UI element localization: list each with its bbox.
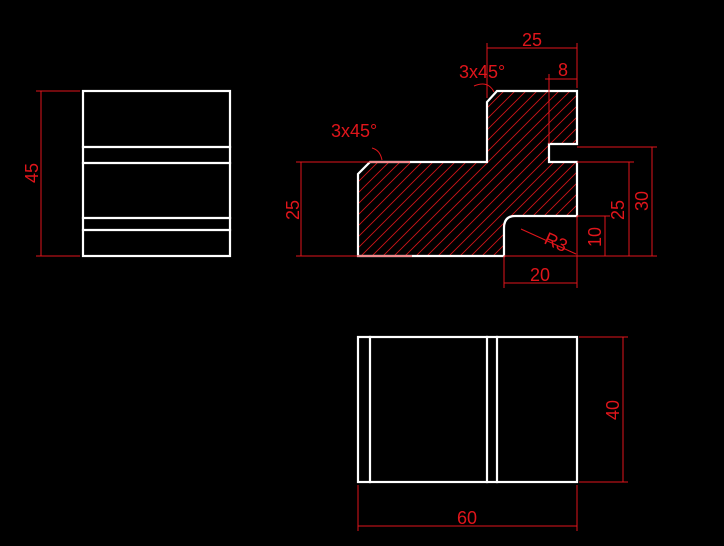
- hatch-line: [404, 91, 577, 256]
- hatch-line: [448, 91, 577, 256]
- hatch-line: [358, 91, 538, 256]
- front-view: [356, 89, 579, 258]
- dim-text-right-25: 25: [608, 200, 628, 220]
- section-hatch: [358, 80, 724, 300]
- dim-plan-depth: 40: [579, 336, 628, 483]
- dim-left-height: 45: [22, 90, 80, 257]
- hatch-line: [358, 91, 549, 256]
- side-view-outline: [81, 89, 232, 258]
- front-view-outline: [356, 89, 579, 258]
- plan-view-outline: [356, 335, 579, 484]
- hatch-line: [358, 91, 527, 256]
- hatch-line: [525, 91, 577, 256]
- hatch-line: [603, 80, 724, 300]
- dim-right-10: 10: [577, 215, 610, 256]
- hatch-line: [558, 91, 577, 256]
- hatch-line: [358, 91, 560, 256]
- dim-text-right-30: 30: [632, 191, 652, 211]
- dim-top-notch: 8: [545, 60, 577, 144]
- dim-fillet: R3: [520, 228, 577, 256]
- dim-right-30: 30: [504, 146, 657, 257]
- dim-front-left-height: 25: [283, 161, 412, 257]
- hatch-line: [614, 80, 724, 300]
- hatch-line: [636, 80, 724, 300]
- hatch-line: [371, 91, 577, 256]
- hatch-line: [393, 91, 577, 256]
- hatch-line: [625, 80, 724, 300]
- dim-text-top-width: 25: [522, 30, 542, 50]
- dim-overall-width: 60: [357, 485, 578, 531]
- hatch-line: [426, 91, 577, 256]
- plan-view: [356, 335, 579, 484]
- dim-right-25: 25: [577, 161, 634, 256]
- hatch-line: [647, 80, 724, 300]
- hatch-line: [382, 91, 577, 256]
- dim-text-chamfer-left: 3x45°: [331, 121, 377, 141]
- dim-text-chamfer-top: 3x45°: [459, 62, 505, 82]
- dim-text-fillet: R3: [541, 228, 570, 256]
- dim-bottom-20: 20: [503, 216, 578, 288]
- dim-chamfer-left: 3x45°: [331, 121, 410, 163]
- hatch-line: [437, 91, 577, 256]
- dim-top-width: 25: [486, 30, 578, 98]
- hatch-line: [547, 91, 577, 256]
- hatch-line: [569, 91, 577, 256]
- dim-text-bottom-20: 20: [530, 265, 550, 285]
- hatch-line: [459, 91, 577, 256]
- dim-chamfer-top: 3x45°: [459, 62, 505, 93]
- hatch-line: [360, 91, 577, 256]
- dim-text-right-10: 10: [585, 227, 605, 247]
- dim-text-plan-depth: 40: [603, 400, 623, 420]
- side-view: [81, 89, 232, 258]
- dim-text-left-height: 45: [22, 163, 42, 183]
- dim-text-overall-width: 60: [457, 508, 477, 528]
- hatch-line: [592, 80, 724, 300]
- hatch-line: [536, 91, 577, 256]
- hatch-line: [358, 91, 571, 256]
- dim-text-top-notch: 8: [558, 60, 568, 80]
- dim-text-front-left-height: 25: [283, 200, 303, 220]
- hatch-line: [415, 91, 577, 256]
